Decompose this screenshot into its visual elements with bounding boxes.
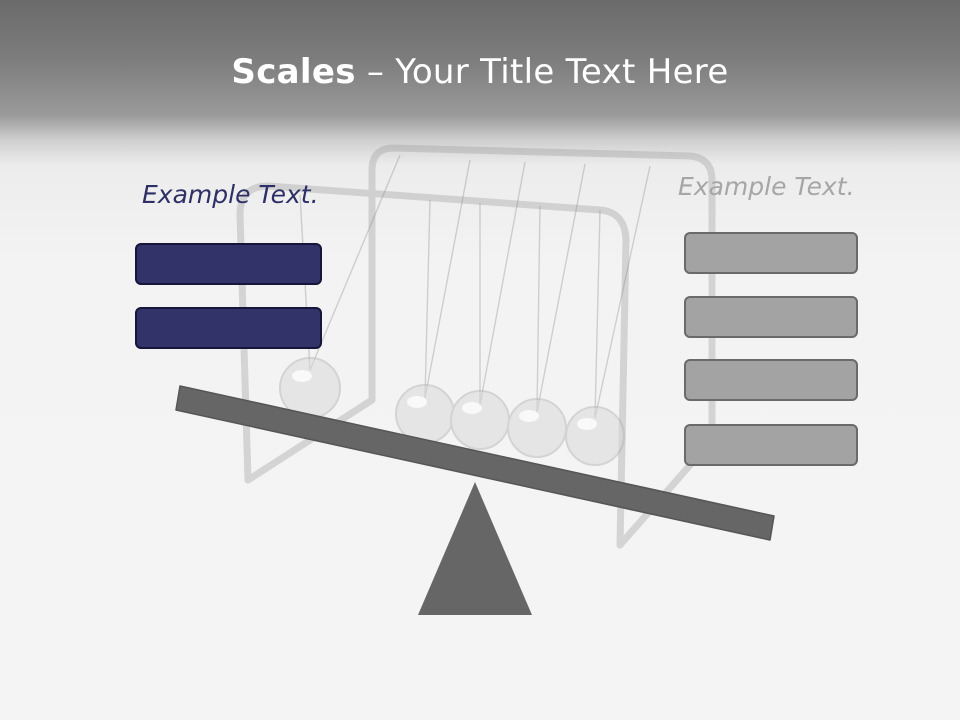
left-label: Example Text. [142, 180, 319, 209]
scale-beam [175, 385, 775, 541]
left-bar [135, 243, 322, 285]
right-bar [684, 359, 858, 401]
right-bar [684, 232, 858, 274]
right-bar [684, 424, 858, 466]
title-rest: – Your Title Text Here [355, 52, 729, 92]
left-bar [135, 307, 322, 349]
right-label: Example Text. [678, 172, 855, 201]
scale-fulcrum [418, 482, 532, 615]
slide-title: Scales – Your Title Text Here [0, 52, 960, 92]
right-bar [684, 296, 858, 338]
title-bold: Scales [231, 52, 356, 92]
